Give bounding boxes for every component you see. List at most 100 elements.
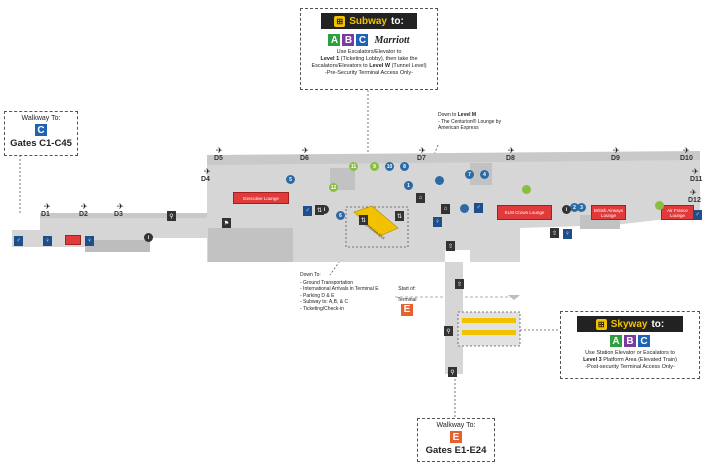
- marker-3: 3: [577, 203, 586, 212]
- walking-icon: ⚲: [167, 211, 176, 221]
- core-block-1: [208, 228, 293, 262]
- dining-icon: ⚑: [222, 218, 231, 228]
- info-icon-3: i: [320, 205, 329, 214]
- line-badge-a: A: [328, 34, 341, 46]
- subway-callout: ⊞ Subway to: A B C Marriott Use Escalato…: [300, 8, 438, 90]
- escalator-icon: ⇧: [455, 279, 464, 289]
- executive-lounge: Executive Lounge: [233, 192, 289, 204]
- concourse-west-band: [40, 213, 207, 218]
- concourse-west-wing: [12, 214, 207, 252]
- security-icon: ⌂: [441, 204, 450, 214]
- marker-7: 7: [465, 170, 474, 179]
- marriott-logo: Marriott: [374, 34, 410, 46]
- walkway-e-title: Walkway To:: [436, 422, 476, 429]
- down-to-item: - Ticketing/Check-in: [300, 305, 344, 312]
- elevator-icon: ⇅: [395, 211, 404, 221]
- gate-d3-plane-icon: ✈: [117, 202, 124, 211]
- marker-5: 5: [286, 175, 295, 184]
- marker-11: 11: [349, 162, 358, 171]
- restroom-icon: ♂: [303, 206, 312, 216]
- restroom-icon: ♂: [14, 236, 23, 246]
- subway-station-box: [345, 206, 409, 248]
- subway-icon: ⊞: [334, 15, 346, 27]
- skyway-line2: Level 3 Platform Area (Elevated Train): [583, 357, 677, 363]
- gate-d4: D4: [201, 176, 210, 183]
- marker-10: 10: [385, 162, 394, 171]
- gate-d11-plane-icon: ✈: [692, 167, 699, 176]
- restroom-icon: ♂: [693, 210, 702, 220]
- gate-d5-plane-icon: ✈: [216, 146, 223, 155]
- marker-8: 8: [400, 162, 409, 171]
- walking-icon: ⚲: [444, 326, 453, 336]
- subway-line3: Escalators/Elevators to Level W (Tunnel …: [311, 63, 427, 69]
- skyway-callout: ⊞ Skyway to: A B C Use Station Elevator …: [560, 311, 700, 379]
- down-to-item: - Ground Transportation: [300, 279, 354, 286]
- terminal-e-badge: E: [401, 304, 413, 316]
- gate-d5: D5: [214, 155, 223, 162]
- skyway-line-badge-b: B: [624, 335, 636, 347]
- marker-1: 1: [404, 181, 413, 190]
- gate-d7-plane-icon: ✈: [419, 146, 426, 155]
- skyway-line3: -Post-security Terminal Access Only-: [585, 364, 675, 370]
- gate-d10: D10: [680, 155, 693, 162]
- restroom-icon: ♂: [474, 203, 483, 213]
- walkway-c-gates: Gates C1-C45: [10, 138, 72, 149]
- skyway-lines: A B C: [567, 335, 693, 347]
- marker-6: 6: [336, 211, 345, 220]
- down-to-list: Down To: - Ground Transportation - Inter…: [300, 272, 400, 312]
- walkway-c-title: Walkway To:: [21, 115, 61, 122]
- subway-banner: ⊞ Subway to:: [321, 13, 417, 29]
- skyway-track-1: [462, 318, 516, 323]
- escalator-icon: ⇧: [446, 241, 455, 251]
- gate-d2-plane-icon: ✈: [81, 202, 88, 211]
- marker-4: 4: [480, 170, 489, 179]
- subway-instructions: Use Escalators/Elevator to Level 1 (Tick…: [307, 49, 431, 77]
- subway-banner-to: to:: [391, 15, 404, 27]
- escalator-centurion: [353, 205, 399, 237]
- walkway-e-callout: Walkway To: E Gates E1-E24: [417, 418, 495, 462]
- west-lounge: [65, 235, 81, 245]
- line-badge-b: B: [342, 34, 355, 46]
- terminal-e-start: Start of: Terminal E: [397, 286, 417, 316]
- down-to-title: Down To:: [300, 272, 321, 278]
- skyway-instructions: Use Station Elevator or Escalators to Le…: [567, 350, 693, 371]
- skyway-line-badge-c: C: [638, 335, 650, 347]
- marker-food: [435, 176, 444, 185]
- skyway-banner-to: to:: [651, 318, 665, 330]
- gate-d4-plane-icon: ✈: [204, 167, 211, 176]
- gate-d12-plane-icon: ✈: [690, 188, 697, 197]
- down-to-item: - Parking D & E: [300, 292, 335, 299]
- gate-d12: D12: [688, 197, 701, 204]
- restroom-icon: ♀: [43, 236, 52, 246]
- subway-line2: Level 1 (Ticketing Lobby), then take the: [320, 56, 418, 62]
- walkway-chevron: [508, 295, 520, 300]
- skyway-line-badge-a: A: [610, 335, 622, 347]
- skyway-track-2: [462, 330, 516, 335]
- marker-9: 9: [370, 162, 379, 171]
- escalator-icon: ⇧: [550, 228, 559, 238]
- gate-d8-plane-icon: ✈: [508, 146, 515, 155]
- subway-lines: A B C Marriott: [307, 34, 431, 46]
- concourse-e-badge: E: [450, 431, 462, 443]
- restroom-icon: ♀: [85, 236, 94, 246]
- gate-d9-plane-icon: ✈: [613, 146, 620, 155]
- british-airways-lounge: British Airways Lounge: [591, 205, 626, 220]
- skyway-station: [457, 311, 521, 347]
- info-icon-2: i: [562, 205, 571, 214]
- gate-d11: D11: [690, 176, 703, 183]
- concourse-top-band: [207, 151, 700, 165]
- elevator-icon: ⇅: [315, 205, 324, 215]
- air-france-lounge: Air France Lounge: [661, 205, 694, 220]
- line-badge-c: C: [356, 34, 369, 46]
- gate-d3: D3: [114, 211, 123, 218]
- skyway-banner-word: Skyway: [610, 318, 648, 330]
- security-icon: ⌂: [416, 193, 425, 203]
- subway-line4: -Pre-Security Terminal Access Only-: [325, 70, 413, 76]
- marker-2: 2: [570, 203, 579, 212]
- walkway-e-gates: Gates E1-E24: [425, 445, 487, 456]
- gate-d2: D2: [79, 211, 88, 218]
- core-block-west: [85, 240, 150, 252]
- restroom-icon: ♀: [433, 217, 442, 227]
- subway-banner-word: Subway: [349, 15, 387, 27]
